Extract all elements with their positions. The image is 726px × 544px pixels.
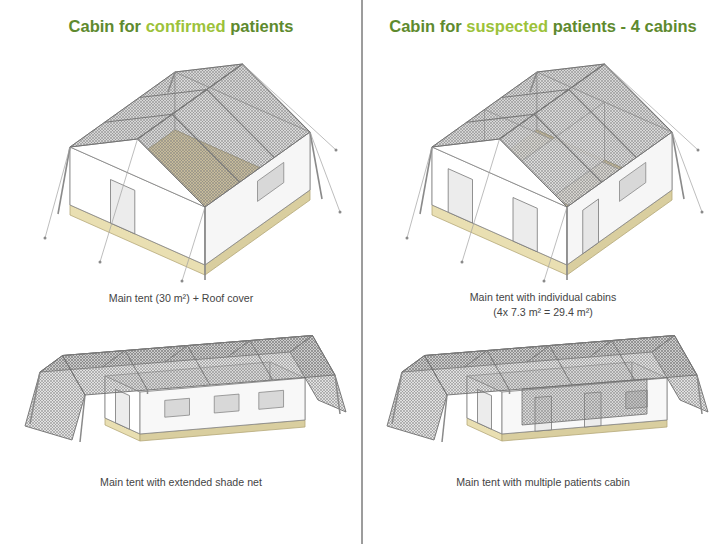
heading-highlight: confirmed [146, 17, 226, 36]
figure-caption: Main tent (30 m²) + Roof cover [0, 291, 362, 305]
main-tent-multiple-cabin [387, 336, 708, 443]
main-tent-individual-cabins [406, 64, 704, 283]
heading-text: patients - 4 cabins [553, 17, 697, 36]
figure-caption: (4x 7.3 m² = 29.4 m²) [362, 305, 724, 319]
figure-caption: Main tent with extended shade net [0, 475, 362, 489]
heading-highlight: suspected [466, 17, 548, 36]
heading-text: patients [230, 17, 293, 36]
column-heading: Cabin for confirmedpatients [0, 17, 362, 37]
column-heading: Cabin for suspected patients - 4 cabins [362, 17, 724, 37]
heading-text: Cabin for [69, 17, 141, 36]
column-divider [362, 0, 363, 544]
main-tent-shade-net [25, 336, 346, 443]
heading-text: Cabin for [389, 17, 461, 36]
main-tent-roof-cover [44, 64, 342, 283]
figure-caption: Main tent with multiple patients cabin [362, 475, 724, 489]
figure-caption: Main tent with individual cabins [362, 290, 724, 304]
